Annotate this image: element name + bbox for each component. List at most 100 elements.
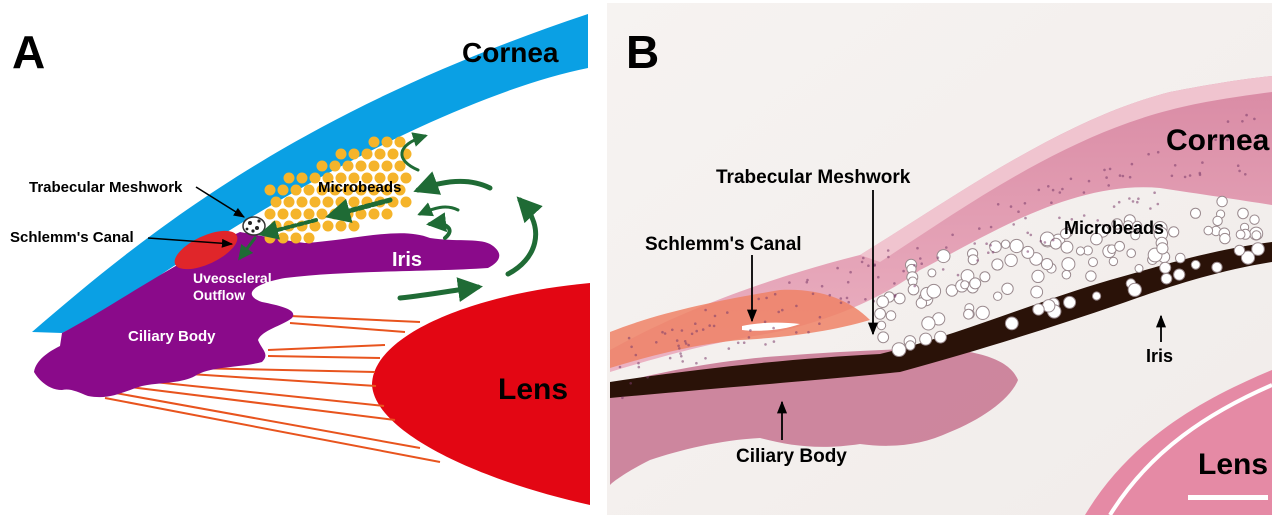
- histology-nucleus: [1040, 240, 1043, 243]
- histology-microbead: [961, 281, 969, 289]
- histology-nucleus: [819, 316, 822, 319]
- microbead: [336, 149, 347, 160]
- histology-nucleus: [757, 298, 760, 301]
- histology-nucleus: [1237, 164, 1240, 167]
- histology-microbead: [937, 250, 950, 263]
- microbead: [323, 221, 334, 232]
- histology-microbead: [1161, 273, 1172, 284]
- microbead: [375, 149, 386, 160]
- histology-microbead: [935, 331, 947, 343]
- histology-nucleus: [774, 293, 777, 296]
- histology-nucleus: [1201, 161, 1204, 164]
- histology-nucleus: [887, 249, 890, 252]
- histology-nucleus: [1153, 191, 1156, 194]
- microbead: [297, 173, 308, 184]
- microbead: [278, 185, 289, 196]
- microbead: [349, 197, 360, 208]
- histology-nucleus: [840, 297, 843, 300]
- histology-nucleus: [646, 376, 649, 379]
- microbead: [291, 233, 302, 244]
- histology-nucleus: [945, 246, 948, 249]
- histology-nucleus: [704, 357, 707, 360]
- microbead: [369, 137, 380, 148]
- histology-microbead: [1002, 283, 1013, 294]
- histology-nucleus: [714, 315, 717, 318]
- histology-nucleus: [913, 285, 916, 288]
- histology-nucleus: [916, 247, 919, 250]
- histology-microbead: [1234, 245, 1244, 255]
- histology-microbead: [980, 272, 990, 282]
- histology-nucleus: [937, 256, 940, 259]
- panel-b-histology: B Cornea Trabecular Meshwork Schlemm's C…: [607, 3, 1272, 515]
- histology-nucleus: [681, 329, 684, 332]
- histology-microbead: [1005, 317, 1018, 330]
- histology-nucleus: [1147, 153, 1150, 156]
- histology-nucleus: [1027, 250, 1030, 253]
- histology-microbead: [1191, 208, 1201, 218]
- histology-nucleus: [1245, 114, 1248, 117]
- panel-b-letter: B: [626, 26, 659, 78]
- histology-microbead: [1252, 243, 1265, 256]
- histology-microbead: [1213, 216, 1222, 225]
- histology-nucleus: [985, 242, 988, 245]
- histology-nucleus: [728, 347, 731, 350]
- microbead: [369, 161, 380, 172]
- histology-nucleus: [713, 325, 716, 328]
- histology-microbead: [990, 241, 1002, 253]
- histology-nucleus: [957, 274, 960, 277]
- histology-nucleus: [942, 268, 945, 271]
- label-cornea-a: Cornea: [462, 37, 559, 68]
- label-iris-b: Iris: [1146, 346, 1173, 366]
- scale-bar: [1188, 495, 1268, 500]
- histology-nucleus: [1157, 151, 1160, 154]
- microbead: [330, 161, 341, 172]
- trabecular-meshwork-shape: [243, 217, 265, 235]
- histology-nucleus: [676, 339, 679, 342]
- histology-nucleus: [679, 352, 682, 355]
- histology-nucleus: [628, 337, 631, 340]
- histology-nucleus: [749, 329, 752, 332]
- histology-microbead: [878, 332, 889, 343]
- histology-microbead: [877, 296, 889, 308]
- histology-nucleus: [1024, 202, 1027, 205]
- histology-nucleus: [1105, 176, 1108, 179]
- histology-nucleus: [1083, 214, 1086, 217]
- microbead: [265, 209, 276, 220]
- histology-microbead: [1174, 269, 1185, 280]
- microbead: [343, 161, 354, 172]
- microbead: [336, 197, 347, 208]
- histology-nucleus: [1131, 163, 1134, 166]
- microbead: [349, 149, 360, 160]
- histology-nucleus: [737, 342, 740, 345]
- histology-nucleus: [685, 342, 688, 345]
- histology-microbead: [1109, 257, 1117, 265]
- microbead: [304, 185, 315, 196]
- histology-nucleus: [951, 234, 954, 237]
- histology-nucleus: [1238, 170, 1241, 173]
- microbead: [362, 149, 373, 160]
- histology-nucleus: [1026, 232, 1029, 235]
- histology-microbead: [1032, 270, 1044, 282]
- histology-nucleus: [806, 281, 809, 284]
- histology-nucleus: [661, 331, 664, 334]
- histology-nucleus: [680, 355, 683, 358]
- histology-microbead: [1041, 259, 1052, 270]
- histology-nucleus: [976, 259, 979, 262]
- microbead: [317, 209, 328, 220]
- microbead: [382, 161, 393, 172]
- histology-microbead: [886, 311, 896, 321]
- histology-nucleus: [1109, 168, 1112, 171]
- histology-nucleus: [702, 328, 705, 331]
- histology-microbead: [1169, 227, 1179, 237]
- histology-nucleus: [781, 309, 784, 312]
- histology-nucleus: [678, 347, 681, 350]
- histology-nucleus: [1024, 217, 1027, 220]
- histology-nucleus: [862, 257, 865, 260]
- histology-nucleus: [1059, 191, 1062, 194]
- histology-nucleus: [1199, 174, 1202, 177]
- microbead: [388, 149, 399, 160]
- label-uveoscleral-a: Uveoscleral: [193, 270, 272, 286]
- histology-nucleus: [1132, 200, 1135, 203]
- histology-nucleus: [777, 311, 780, 314]
- histology-microbead: [1127, 249, 1136, 258]
